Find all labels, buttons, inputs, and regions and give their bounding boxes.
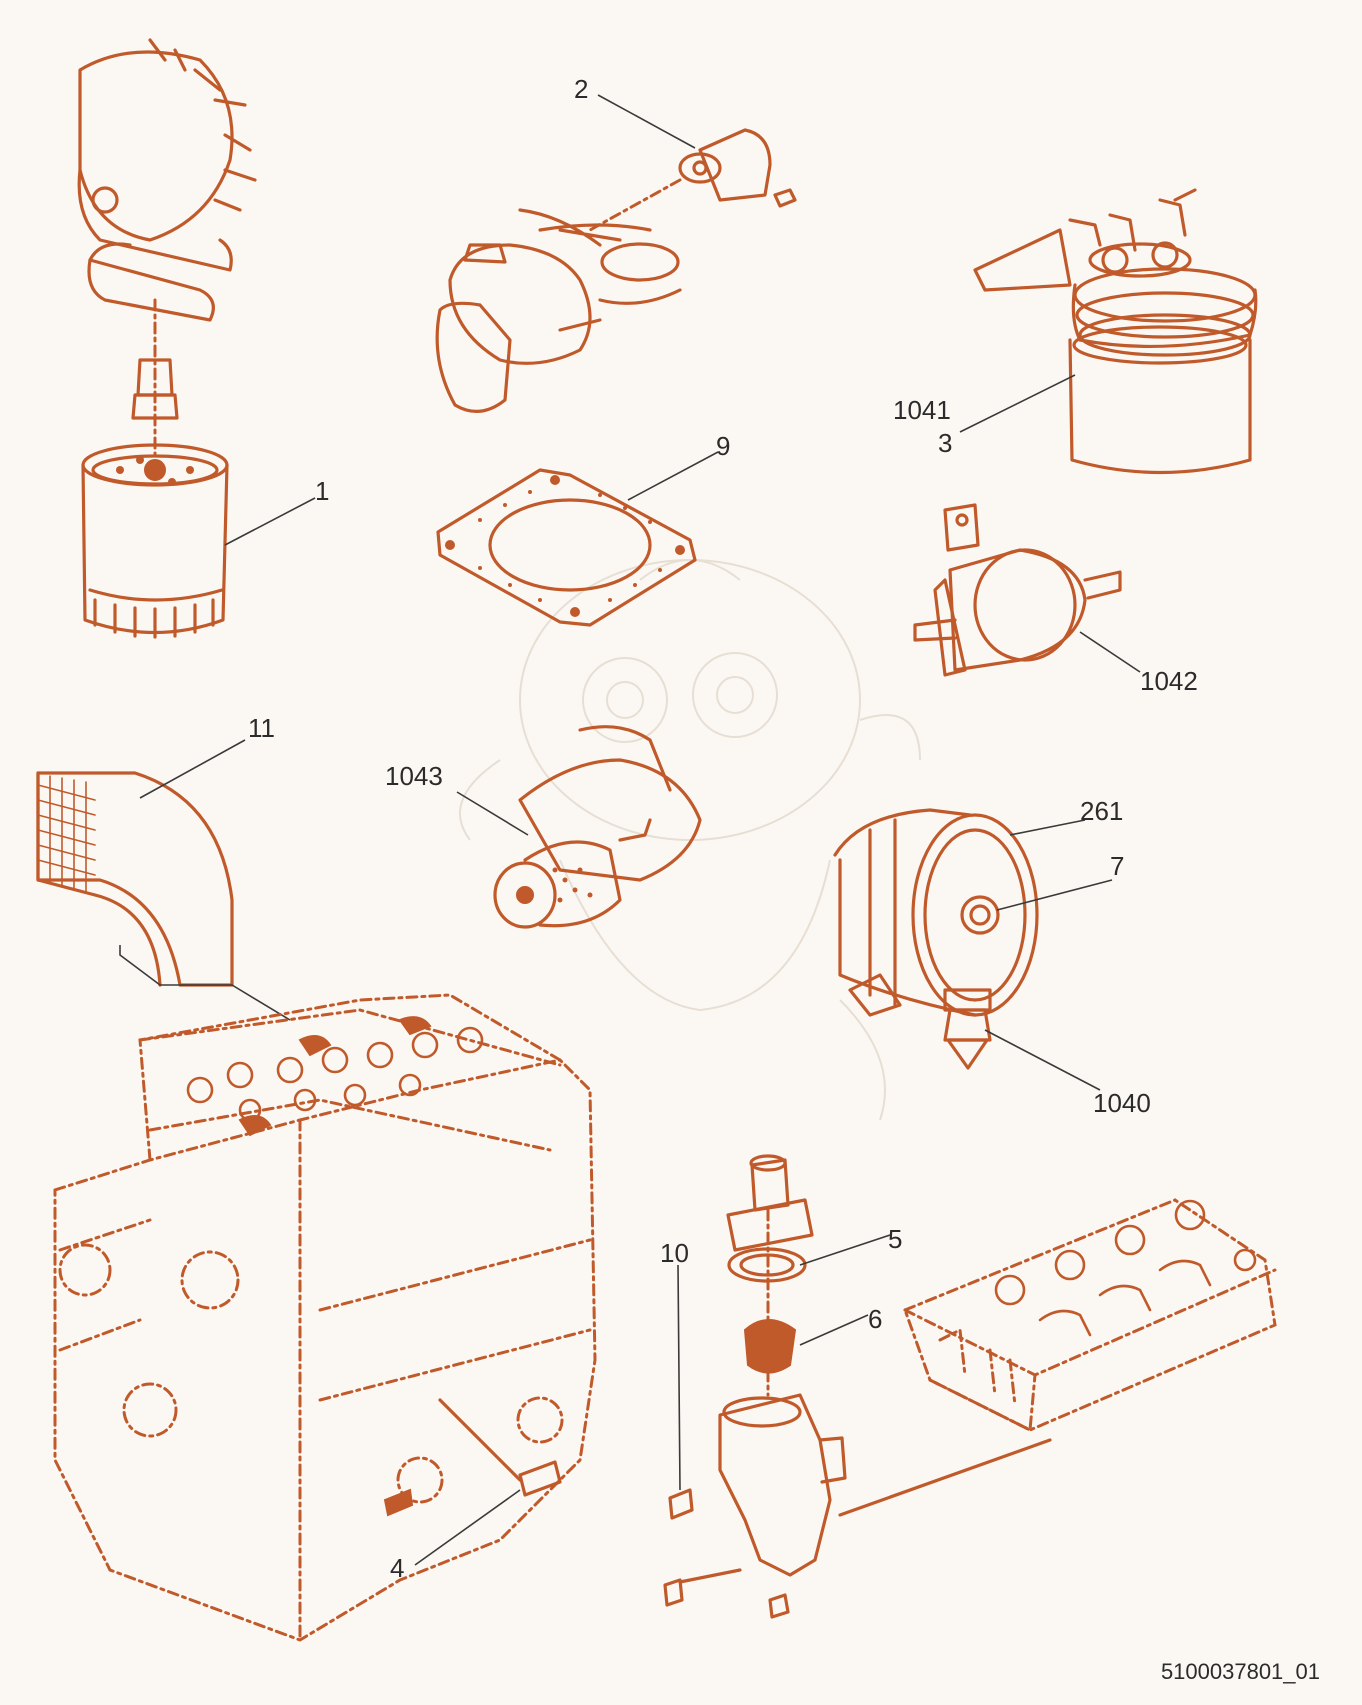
alternator bbox=[493, 725, 702, 929]
callout-1042: 1042 bbox=[1140, 666, 1198, 696]
thermostat-assembly bbox=[663, 1154, 1052, 1619]
callout-10: 10 bbox=[660, 1238, 689, 1268]
callout-7: 7 bbox=[1110, 851, 1124, 881]
cylinder-head bbox=[903, 1198, 1277, 1433]
callout-2: 2 bbox=[574, 74, 588, 104]
leader-5 bbox=[799, 1234, 891, 1266]
fuel-pump bbox=[913, 503, 1122, 677]
leader-1040 bbox=[984, 1029, 1101, 1091]
shroud-panel bbox=[36, 771, 291, 1021]
document-id: 5100037801_01 bbox=[1160, 1659, 1320, 1684]
callout-9: 9 bbox=[716, 431, 730, 461]
leader-9 bbox=[627, 451, 719, 501]
leader-3 bbox=[959, 374, 1076, 433]
callout-6: 6 bbox=[868, 1304, 882, 1334]
leader-1042 bbox=[1079, 631, 1141, 673]
leader-4 bbox=[414, 1489, 521, 1566]
leader-11 bbox=[139, 739, 246, 799]
leader-1043 bbox=[456, 791, 529, 836]
engine-block bbox=[53, 993, 597, 1642]
sensor-housing-assembly bbox=[435, 128, 797, 413]
callout-1040: 1040 bbox=[1093, 1088, 1151, 1118]
callout-5: 5 bbox=[888, 1224, 902, 1254]
gasket bbox=[436, 468, 697, 627]
callout-1: 1 bbox=[315, 476, 329, 506]
fuel-filter-assembly bbox=[973, 188, 1258, 475]
callout-3: 3 bbox=[938, 428, 952, 458]
leader-1 bbox=[224, 497, 316, 546]
leader-2 bbox=[597, 94, 696, 149]
leader-7 bbox=[996, 879, 1113, 911]
callout-11: 11 bbox=[248, 713, 275, 743]
leader-6 bbox=[799, 1314, 869, 1346]
oil-filter-assembly bbox=[77, 38, 257, 639]
leader-10 bbox=[677, 1264, 681, 1491]
callout-1041: 1041 bbox=[893, 395, 951, 425]
air-cleaner bbox=[833, 808, 1039, 1070]
leader-261 bbox=[1009, 819, 1086, 836]
callout-4: 4 bbox=[390, 1553, 404, 1583]
callout-261: 261 bbox=[1080, 796, 1123, 826]
callout-1043: 1043 bbox=[385, 761, 443, 791]
